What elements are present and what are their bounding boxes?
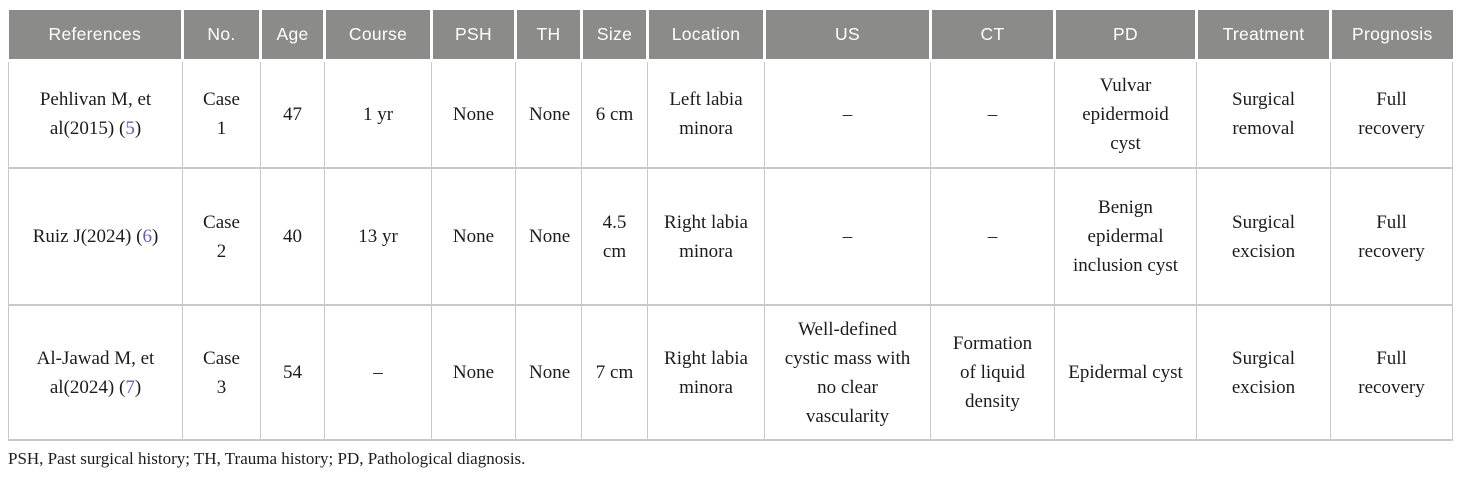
cell-th: None (515, 167, 582, 306)
cell-age: 47 (260, 59, 325, 169)
column-header-size: Size (581, 10, 649, 62)
column-header-us: US (764, 10, 932, 62)
column-header-no: No. (182, 10, 262, 62)
header-row: References No. Age Course PSH TH Size Lo… (8, 10, 1453, 62)
cell-reference: Ruiz J(2024) (6) (8, 167, 183, 306)
cell-us: – (764, 59, 931, 169)
cell-course: 13 yr (324, 167, 432, 306)
citation-link[interactable]: 5 (125, 118, 135, 140)
cell-no: Case 3 (182, 304, 261, 441)
cell-ct: – (930, 167, 1055, 306)
cell-th: None (515, 59, 582, 169)
reference-text: Ruiz J(2024) ( (32, 226, 143, 247)
cell-pd: Vulvar epidermoid cyst (1054, 59, 1197, 169)
cell-psh: None (431, 304, 516, 441)
cell-reference: Al-Jawad M, et al(2024) (7) (8, 304, 183, 441)
table-footnote: PSH, Past surgical history; TH, Trauma h… (8, 449, 526, 468)
cell-pd: Epidermal cyst (1054, 304, 1197, 441)
table-body: Pehlivan M, et al(2015) (5) Case 1 47 1 … (8, 59, 1453, 441)
cell-location: Left labia minora (647, 59, 765, 169)
cell-treatment: Surgical removal (1196, 59, 1331, 169)
citation-link[interactable]: 6 (142, 226, 152, 247)
cell-us: – (764, 167, 931, 306)
table-header: References No. Age Course PSH TH Size Lo… (8, 10, 1453, 62)
cell-size: 6 cm (581, 59, 648, 169)
cell-pd: Benign epidermal inclusion cyst (1054, 167, 1197, 306)
cell-no: Case 1 (182, 59, 261, 169)
cell-treatment: Surgical excision (1196, 304, 1331, 441)
cell-psh: None (431, 59, 516, 169)
cell-size: 7 cm (581, 304, 648, 441)
cell-th: None (515, 304, 582, 441)
cell-us: Well-defined cystic mass with no clear v… (764, 304, 931, 441)
cell-no: Case 2 (182, 167, 261, 306)
citation-link[interactable]: 7 (125, 376, 135, 398)
column-header-location: Location (647, 10, 766, 62)
column-header-age: Age (260, 10, 326, 62)
cell-age: 40 (260, 167, 325, 306)
column-header-course: Course (324, 10, 433, 62)
reference-text: ) (134, 118, 142, 140)
cell-prognosis: Full recovery (1330, 304, 1453, 441)
reference-text: ) (151, 226, 159, 247)
cell-age: 54 (260, 304, 325, 441)
column-header-treatment: Treatment (1196, 10, 1332, 62)
reference-text: ) (134, 376, 142, 398)
cell-reference: Pehlivan M, et al(2015) (5) (8, 59, 183, 169)
column-header-ct: CT (930, 10, 1056, 62)
cell-prognosis: Full recovery (1330, 59, 1453, 169)
case-summary-table: References No. Age Course PSH TH Size Lo… (8, 10, 1453, 441)
cell-psh: None (431, 167, 516, 306)
column-header-references: References (8, 10, 184, 62)
cell-size: 4.5 cm (581, 167, 648, 306)
reference-text: Al-Jawad M, et al(2024) ( (36, 347, 155, 398)
column-header-prognosis: Prognosis (1330, 10, 1453, 62)
column-header-pd: PD (1054, 10, 1198, 62)
cell-location: Right labia minora (647, 304, 765, 441)
column-header-psh: PSH (431, 10, 517, 62)
cell-treatment: Surgical excision (1196, 167, 1331, 306)
cell-course: – (324, 304, 432, 441)
table-row: Ruiz J(2024) (6) Case 2 40 13 yr None No… (8, 167, 1453, 306)
cell-location: Right labia minora (647, 167, 765, 306)
table-row: Al-Jawad M, et al(2024) (7) Case 3 54 – … (8, 304, 1453, 441)
reference-text: Pehlivan M, et al(2015) ( (39, 89, 152, 140)
column-header-th: TH (515, 10, 583, 62)
cell-prognosis: Full recovery (1330, 167, 1453, 306)
table-row: Pehlivan M, et al(2015) (5) Case 1 47 1 … (8, 59, 1453, 169)
cell-course: 1 yr (324, 59, 432, 169)
cell-ct: – (930, 59, 1055, 169)
cell-ct: Formation of liquid density (930, 304, 1055, 441)
cases-table: References No. Age Course PSH TH Size Lo… (8, 10, 1453, 441)
